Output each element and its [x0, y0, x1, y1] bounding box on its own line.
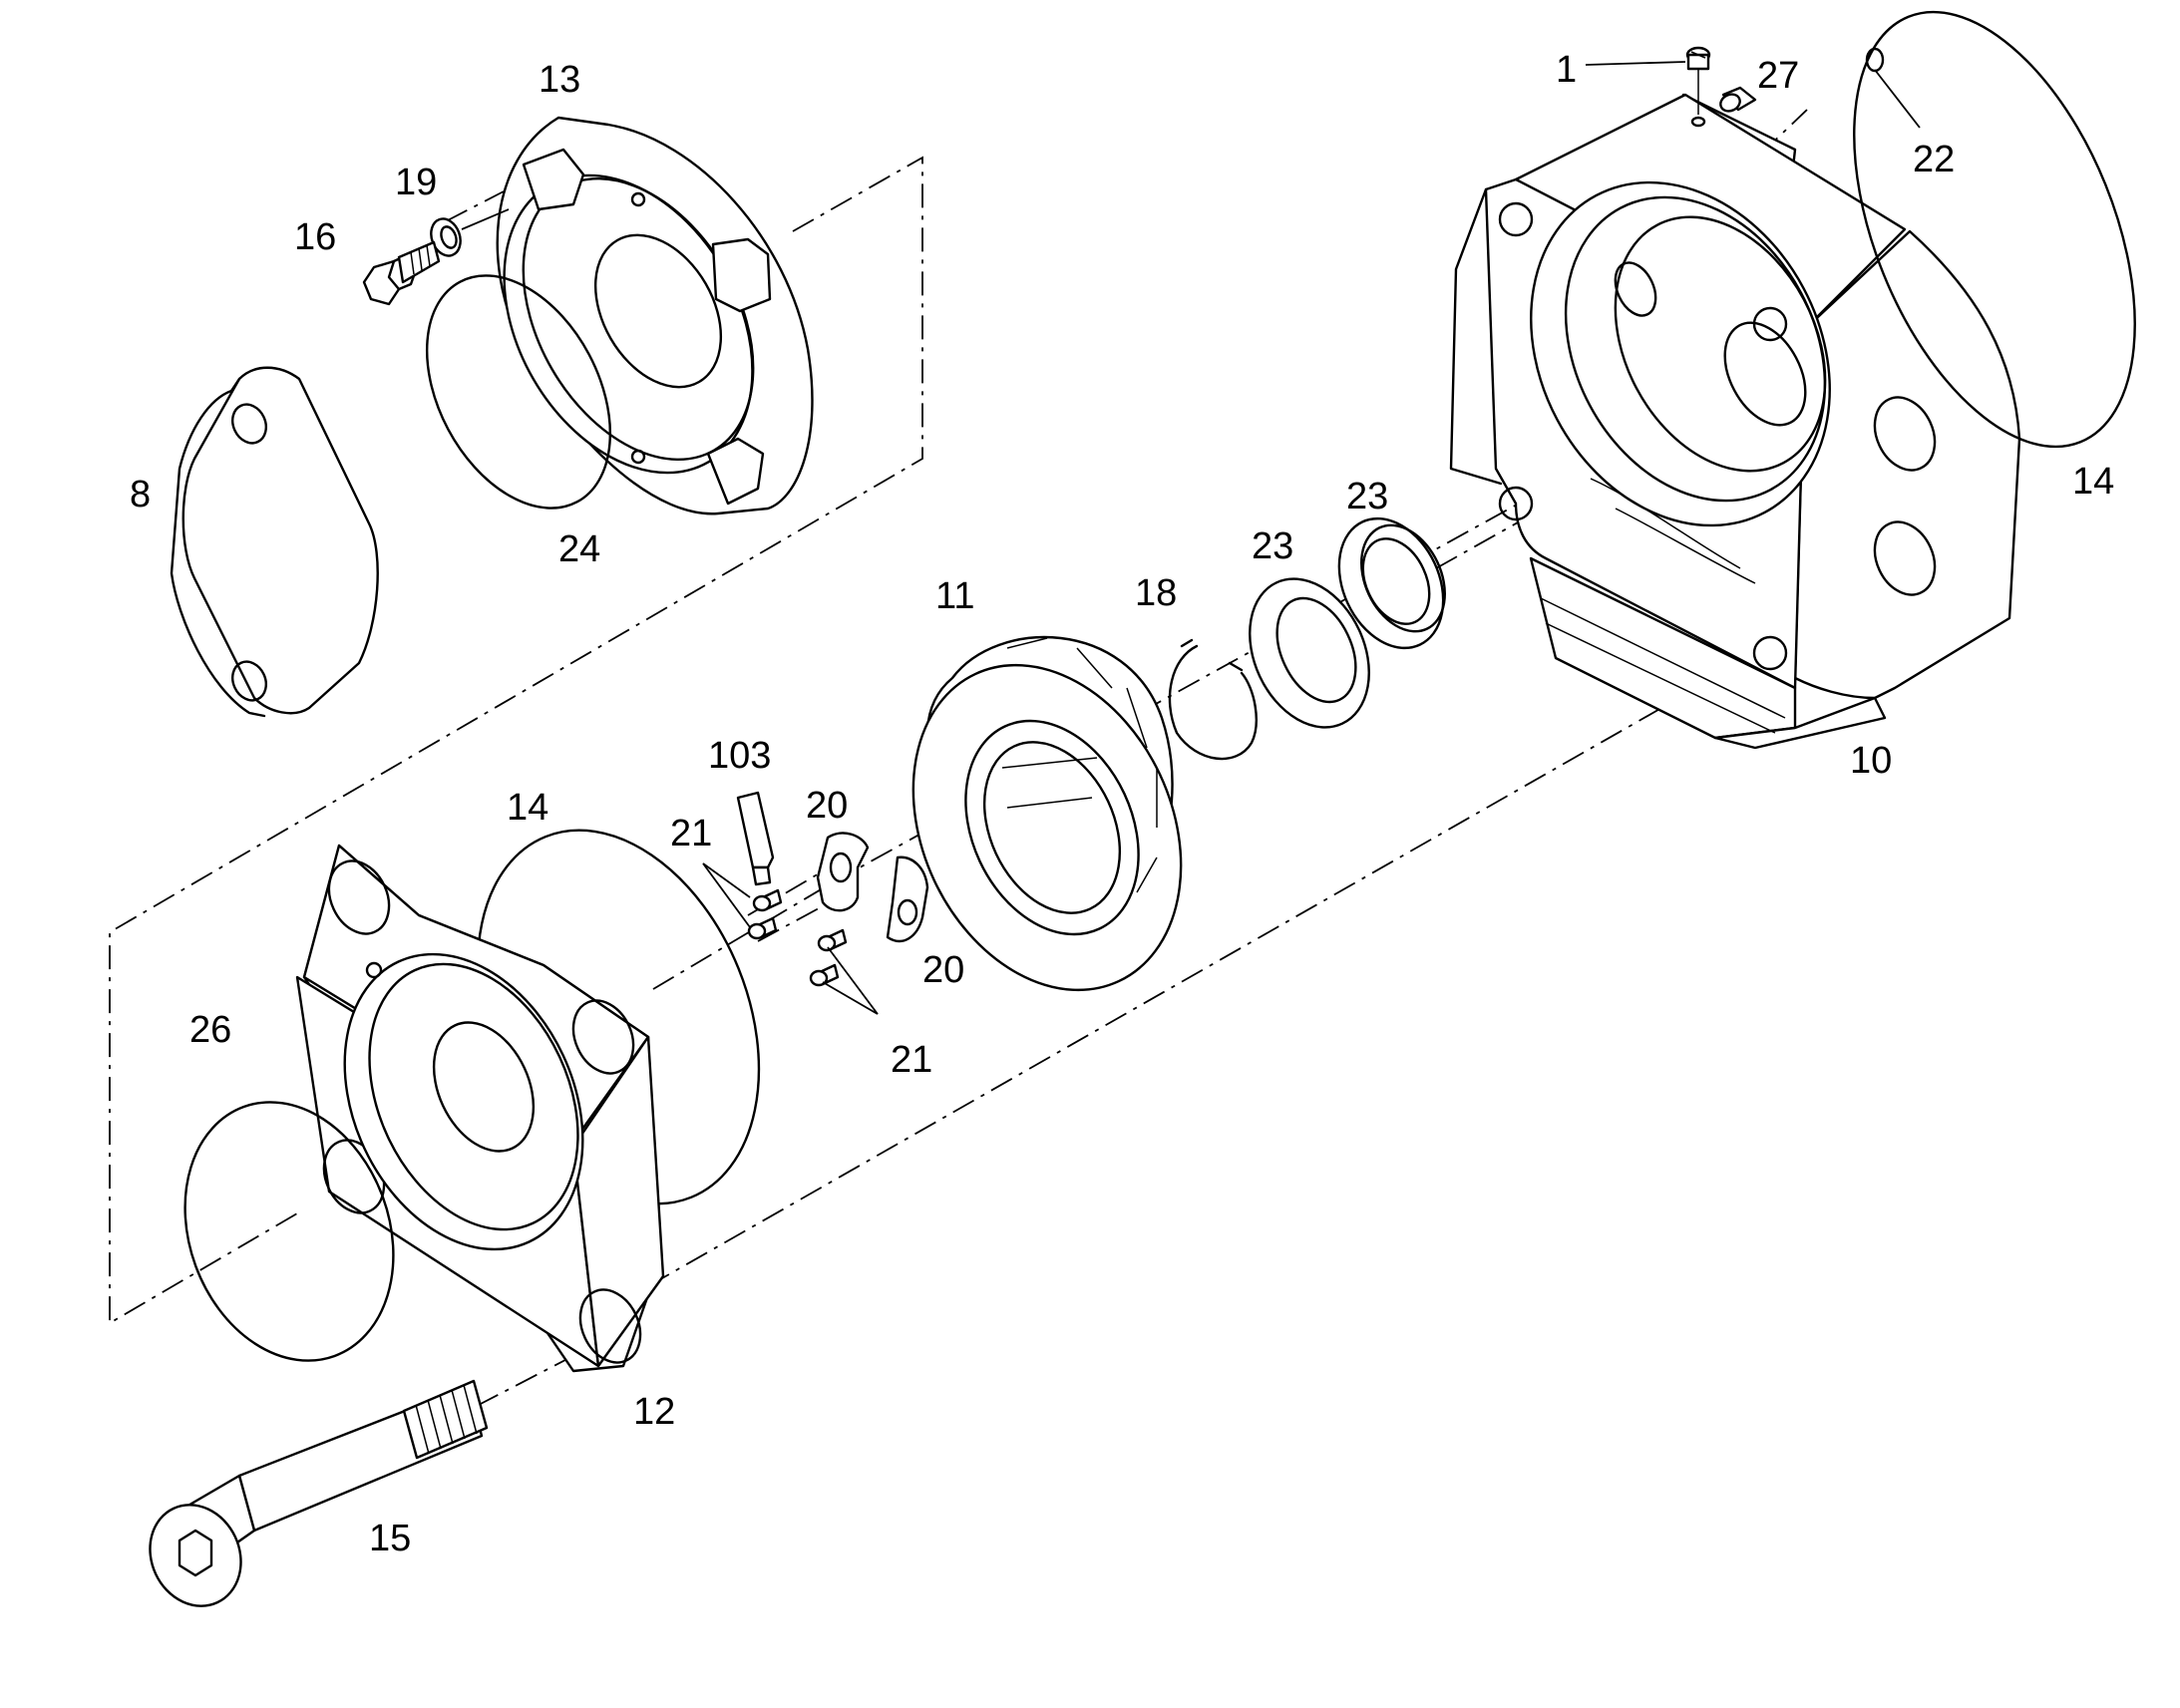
callout-23-upper: 23 [1346, 476, 1388, 517]
callout-20-lower: 20 [922, 949, 964, 991]
part-15-cap-screw [149, 1379, 489, 1607]
callout-18: 18 [1135, 572, 1177, 614]
callout-16: 16 [294, 216, 336, 258]
callout-14-left: 14 [507, 787, 548, 829]
part-21-screw-4 [809, 963, 840, 987]
part-23-seal-ring-outer [1337, 516, 1446, 650]
callout-1: 1 [1556, 49, 1577, 91]
callout-21-lower: 21 [891, 1039, 932, 1081]
part-21-screw-2 [747, 916, 778, 940]
part-23-seal-ring-inner [1249, 577, 1370, 729]
callout-21-upper: 21 [670, 813, 712, 854]
part-103-grease-tube [736, 791, 775, 886]
callout-10: 10 [1850, 740, 1892, 782]
part-11-impeller [911, 635, 1183, 992]
callout-19: 19 [395, 162, 437, 203]
callout-14-right: 14 [2072, 461, 2114, 503]
part-12-pump-cover [295, 844, 665, 1373]
callout-15: 15 [369, 1518, 411, 1559]
callout-11: 11 [935, 575, 974, 617]
part-14-o-ring-right [1853, 10, 2136, 449]
callout-23-lower: 23 [1252, 525, 1293, 567]
part-16-hex-bolt [362, 240, 441, 306]
part-20-wear-plate-lower [886, 855, 929, 943]
part-10-pump-housing [1449, 93, 2021, 750]
callout-24: 24 [558, 528, 600, 570]
callout-labels: 1 27 22 13 19 16 8 24 14 23 23 18 11 10 … [130, 49, 2114, 1559]
callout-20-upper: 20 [806, 785, 848, 827]
callout-22: 22 [1913, 139, 1955, 180]
part-22-small-ring [1865, 47, 1885, 73]
part-13-bearing-flange [496, 116, 814, 515]
part-21-screw-1 [752, 888, 783, 912]
part-26-o-ring [183, 1101, 395, 1362]
part-1-screw-plug [1685, 46, 1711, 128]
callout-103: 103 [708, 735, 771, 777]
part-20-wear-plate-upper [816, 832, 870, 912]
part-21-screw-3 [817, 928, 848, 952]
part-24-o-ring [425, 274, 612, 510]
part-27-pin [1719, 86, 1757, 113]
callout-13: 13 [539, 59, 580, 101]
part-8-cover-plate [170, 366, 379, 718]
part-18-retaining-ring [1168, 638, 1258, 761]
callout-12: 12 [633, 1391, 675, 1433]
callout-8: 8 [130, 474, 151, 515]
callout-26: 26 [189, 1009, 231, 1051]
callout-27: 27 [1757, 55, 1799, 97]
part-19-washer [430, 217, 462, 257]
callout-leader-lines [461, 61, 1921, 1015]
